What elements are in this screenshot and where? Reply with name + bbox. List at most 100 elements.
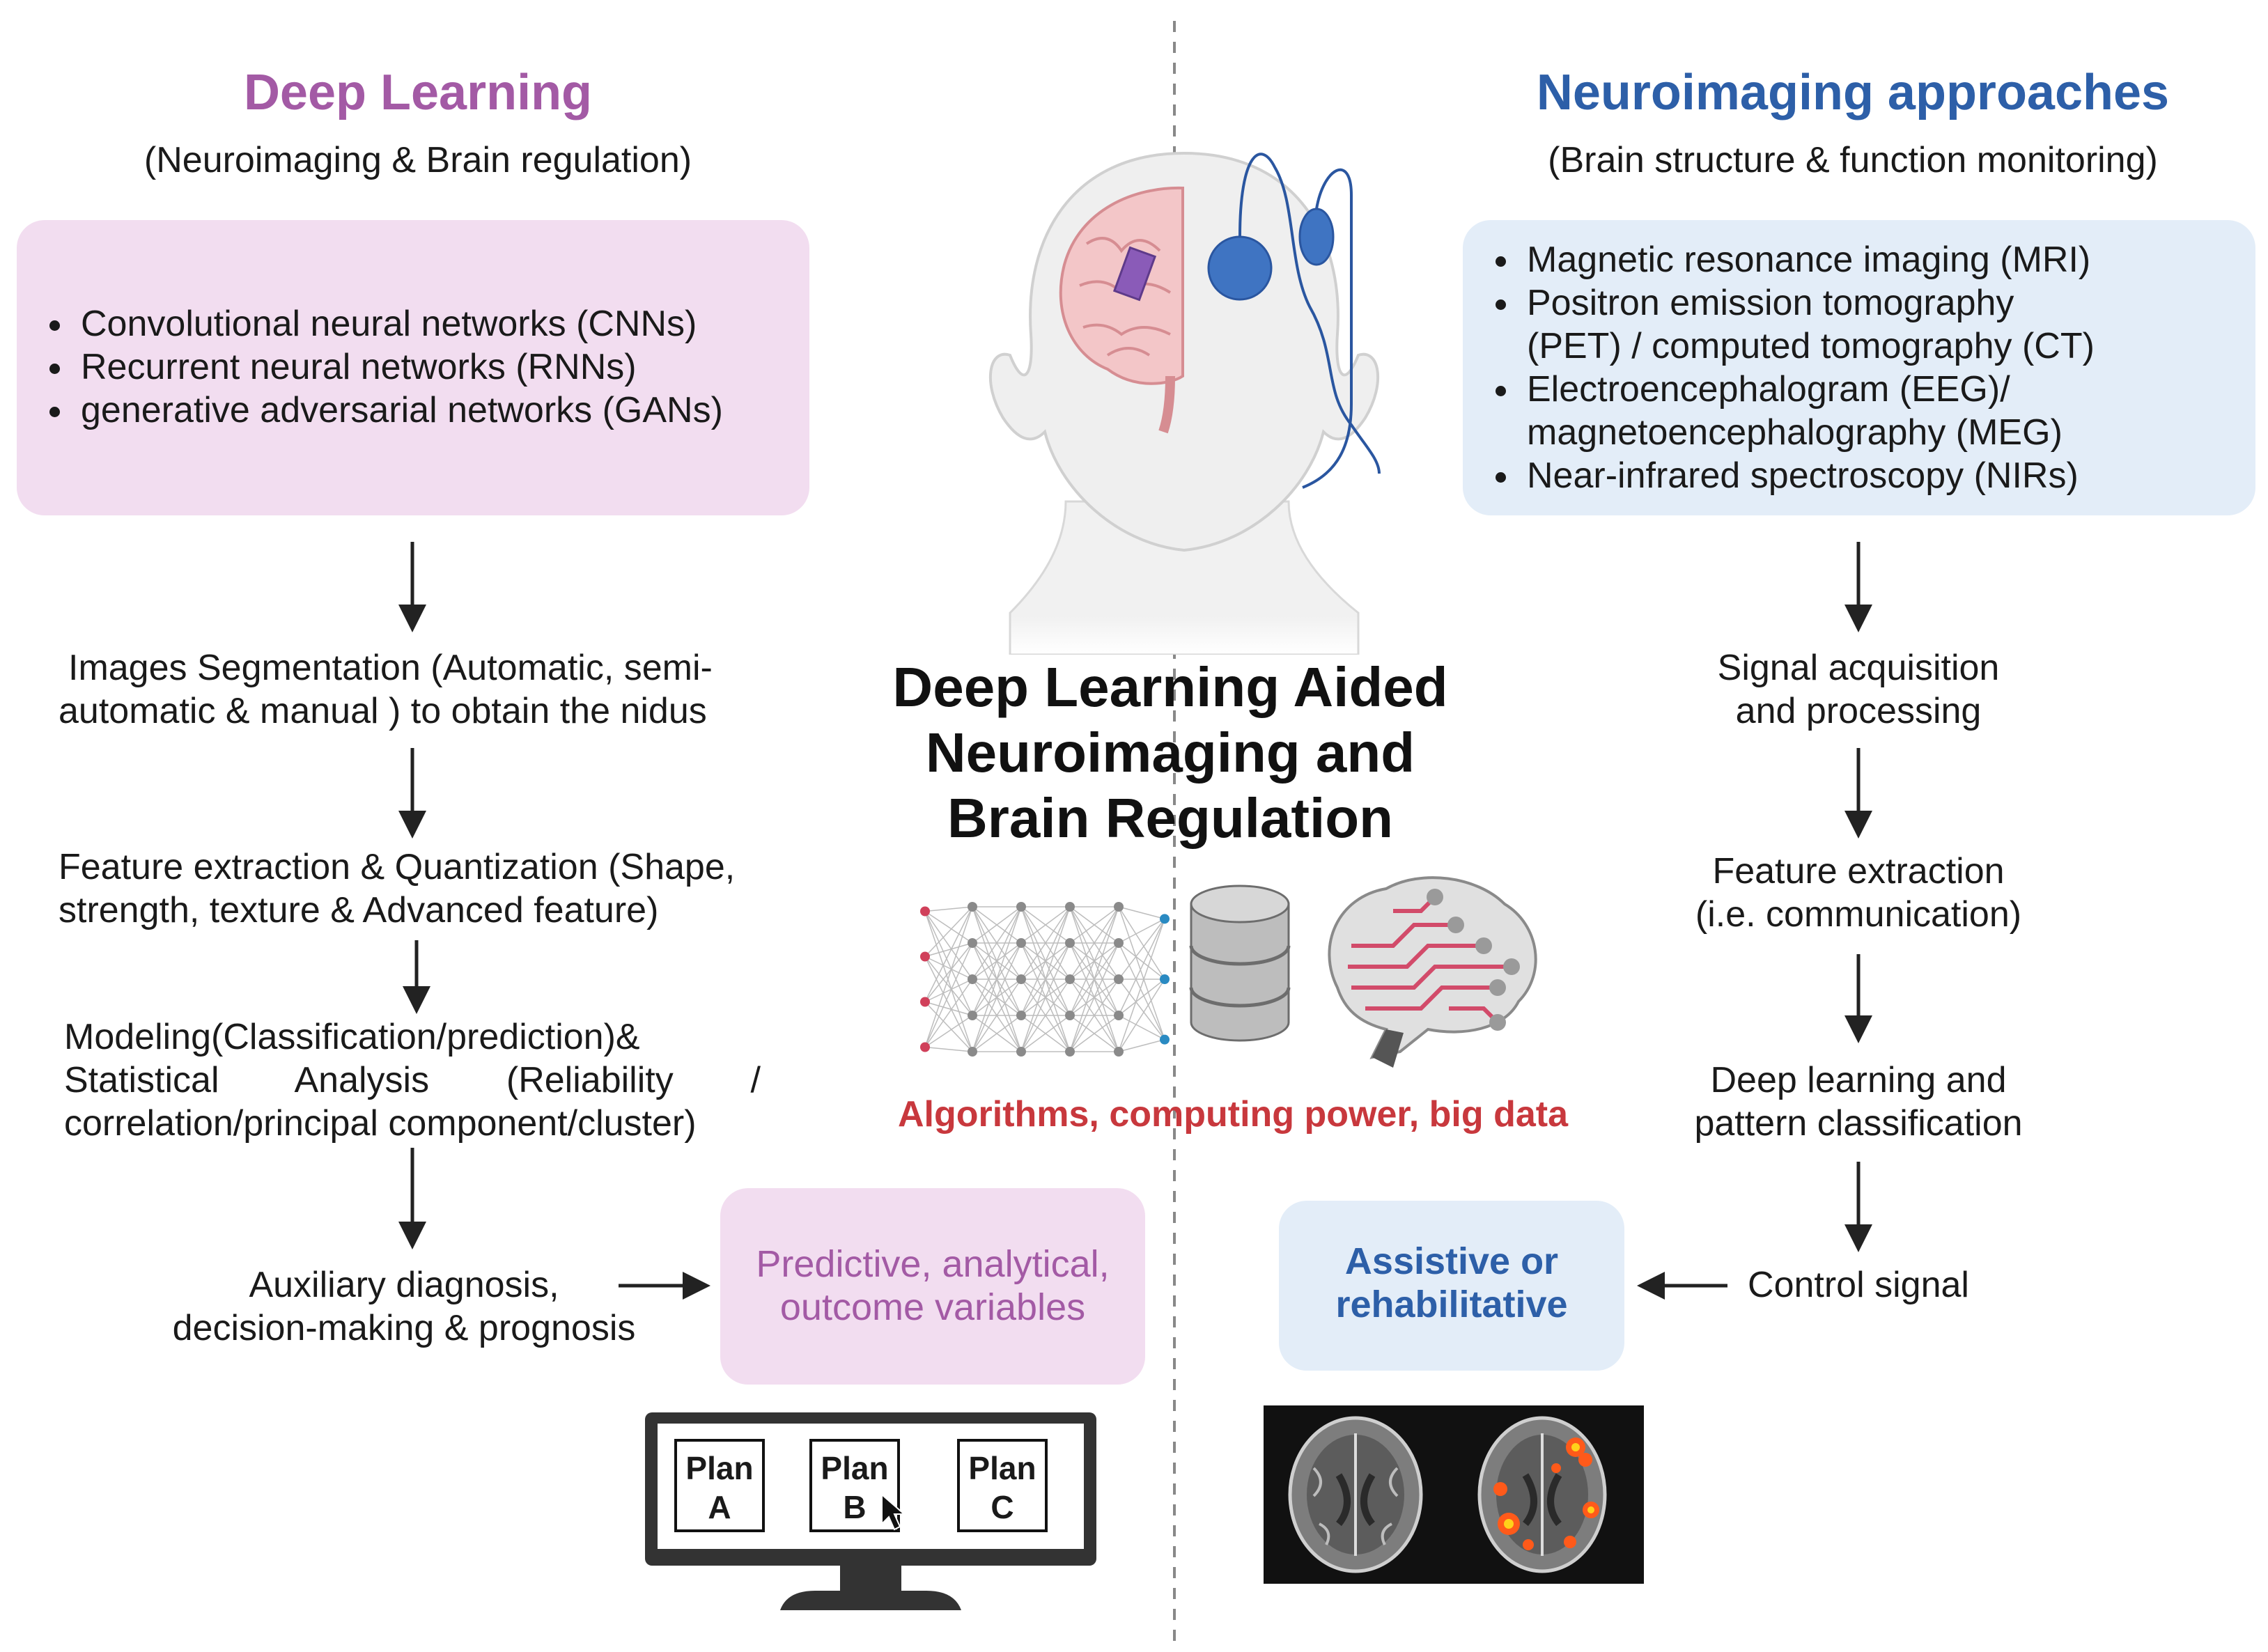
circuit-brain-icon — [1328, 876, 1537, 1068]
database-icon — [1189, 885, 1291, 1042]
modality-item: Electroencephalogram (EEG)/magnetoenceph… — [1521, 368, 2255, 454]
nn-edge — [1020, 906, 1071, 1052]
nn-node — [1016, 938, 1026, 948]
title-line: Neuroimaging and — [925, 722, 1415, 784]
nn-edge — [924, 906, 973, 958]
plan-label: Plan — [821, 1450, 889, 1486]
nn-node — [1065, 1011, 1075, 1020]
nn-edge — [1118, 979, 1165, 1016]
nn-node — [1065, 938, 1075, 948]
deep-learning-subtitle: (Neuroimaging & Brain regulation) — [143, 140, 692, 180]
nn-edge — [924, 1015, 973, 1048]
nn-edge — [1118, 918, 1165, 944]
plan-a-button[interactable]: Plan A — [674, 1439, 765, 1532]
control-signal-step: Control signal — [1615, 1263, 2102, 1307]
nn-edge — [924, 1001, 973, 1052]
modality-item: Near-infrared spectroscopy (NIRs) — [1521, 454, 2255, 497]
nn-edge — [924, 906, 973, 1002]
nn-edge — [972, 906, 1022, 980]
nn-edge — [924, 979, 973, 1003]
modality-line: Magnetic resonance imaging (MRI) — [1527, 240, 2091, 280]
nn-edge — [1118, 919, 1165, 1016]
nn-edge — [924, 1046, 973, 1052]
step-line: automatic & manual ) to obtain the nidus — [59, 691, 707, 731]
nn-edge — [1118, 942, 1165, 980]
nn-node — [968, 1011, 977, 1020]
step-line: Signal acquisition — [1717, 648, 2000, 688]
nn-edge — [972, 979, 1022, 1052]
modality-item: Positron emission tomography(PET) / comp… — [1521, 281, 2255, 368]
feature-extraction-right-step: Feature extraction (i.e. communication) — [1615, 850, 2102, 936]
center-title: Deep Learning Aided Neuroimaging and Bra… — [857, 655, 1484, 851]
nn-edge — [924, 906, 973, 1047]
nn-edge — [1118, 906, 1165, 1040]
modality-line: Near-infrared spectroscopy (NIRs) — [1527, 455, 2079, 496]
nn-node — [1114, 902, 1124, 912]
modality-line: Positron emission tomography — [1527, 283, 2014, 323]
plan-c-button[interactable]: Plan C — [957, 1439, 1048, 1532]
step-line: Images Segmentation (Automatic, semi- — [68, 648, 713, 688]
nn-edge — [924, 911, 973, 1052]
pattern-classification-step: Deep learning and pattern classification — [1615, 1059, 2102, 1145]
modeling-step: Modeling(Classification/prediction)& Sta… — [64, 1015, 761, 1145]
nn-node — [920, 997, 930, 1007]
feature-extraction-step: Feature extraction & Quantization (Shape… — [59, 846, 797, 932]
nn-edge — [1069, 942, 1119, 1052]
nn-edge — [1118, 918, 1165, 980]
nn-edge — [924, 942, 973, 1047]
nn-edge — [1020, 906, 1071, 980]
nn-edge — [1020, 1015, 1071, 1052]
nn-edge — [1069, 906, 1119, 1016]
outcome-line: Predictive, analytical, — [756, 1243, 1110, 1285]
neuroimaging-title: Neuroimaging approaches — [1536, 65, 2170, 120]
nn-edge — [924, 910, 973, 944]
assistive-outcome-box: Assistive or rehabilitative — [1279, 1201, 1624, 1371]
nn-node — [1114, 938, 1124, 948]
nn-edge — [972, 1015, 1022, 1052]
nn-edge — [1118, 979, 1165, 1052]
neuroimaging-methods-box: Magnetic resonance imaging (MRI) Positro… — [1463, 220, 2255, 515]
brain-headset-icon — [988, 151, 1381, 655]
cursor-icon — [881, 1493, 906, 1531]
nn-edge — [1069, 906, 1119, 1052]
nn-node — [1065, 1047, 1075, 1057]
nn-node — [1114, 1047, 1124, 1057]
nn-edge — [924, 956, 973, 1016]
step-line: Deep learning and — [1710, 1060, 2007, 1100]
modality-line: Electroencephalogram (EEG)/ — [1527, 369, 2010, 410]
nn-edge — [1118, 1015, 1165, 1041]
nn-node — [968, 1047, 977, 1057]
method-item: Recurrent neural networks (RNNs) — [75, 345, 809, 389]
nn-edge — [924, 942, 973, 958]
plan-label: C — [991, 1489, 1014, 1525]
plan-label: B — [843, 1489, 867, 1525]
method-item: generative adversarial networks (GANs) — [75, 389, 809, 432]
nn-node — [1016, 1047, 1026, 1057]
nn-edge — [924, 911, 973, 980]
nn-edge — [1069, 979, 1119, 1052]
step-line: Modeling(Classification/prediction)& — [64, 1017, 640, 1057]
nn-node — [1160, 974, 1170, 984]
step-line: Control signal — [1748, 1265, 1969, 1305]
nn-node — [1016, 902, 1026, 912]
signal-acquisition-step: Signal acquisition and processing — [1615, 646, 2102, 733]
nn-edge — [1020, 906, 1071, 1016]
nn-node — [968, 938, 977, 948]
plan-b-button[interactable]: Plan B — [809, 1439, 900, 1532]
nn-node — [968, 902, 977, 912]
nn-edge — [924, 911, 973, 1016]
auxiliary-diagnosis-step: Auxiliary diagnosis, decision-making & p… — [153, 1263, 655, 1350]
brain-scan-icon — [1264, 1405, 1644, 1584]
modality-item: Magnetic resonance imaging (MRI) — [1521, 238, 2255, 281]
nn-edge — [1020, 942, 1071, 1052]
nn-node — [920, 951, 930, 962]
nn-node — [1065, 902, 1075, 912]
nn-edge — [924, 1001, 973, 1016]
nn-edge — [924, 956, 973, 1052]
neural-network-icon — [920, 902, 1170, 1057]
step-line: Auxiliary diagnosis, — [249, 1265, 559, 1305]
nn-edge — [1118, 906, 1165, 980]
outcome-line: outcome variables — [779, 1286, 1086, 1328]
nn-node — [968, 974, 977, 984]
step-line: correlation/principal component/cluster) — [64, 1103, 697, 1144]
